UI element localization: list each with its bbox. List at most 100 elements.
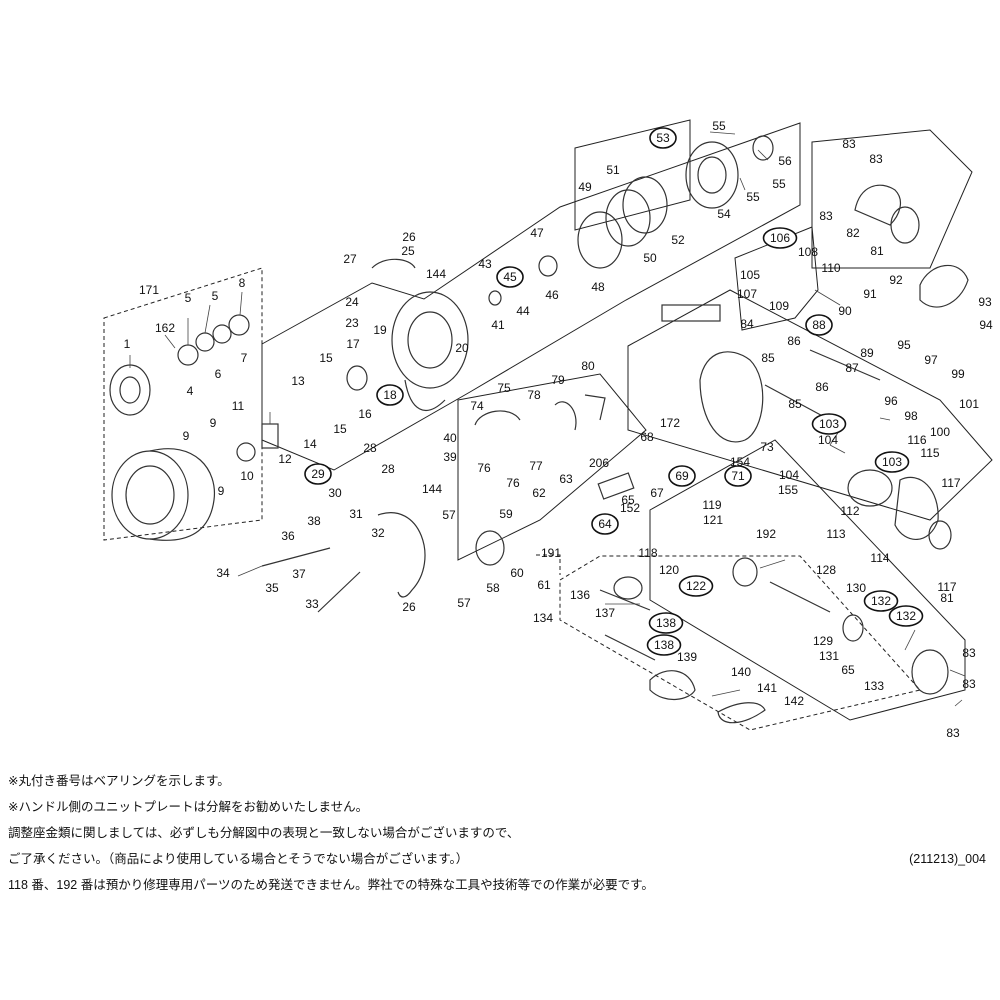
part-label: 19 [373, 323, 387, 337]
part-label: 28 [363, 441, 377, 455]
spool-inner [125, 465, 175, 525]
washer-4 [177, 344, 199, 366]
handle-group-outline [559, 555, 921, 731]
part-label: 83 [946, 726, 960, 740]
part-label: 85 [788, 397, 802, 411]
part-label: 85 [761, 351, 775, 365]
part-label: 1 [124, 337, 131, 351]
part-label: 10 [240, 469, 254, 483]
spool-rim [111, 450, 189, 540]
part-label: 52 [671, 233, 685, 247]
part-label-bearing: 138 [656, 616, 676, 630]
part-label: 120 [659, 563, 679, 577]
part-label: 115 [920, 446, 939, 460]
part-label: 33 [305, 597, 319, 611]
part-label-bearing: 122 [686, 579, 706, 593]
part-label-bearing: 103 [819, 417, 839, 431]
part-label-bearing: 132 [896, 609, 916, 623]
part-label: 104 [779, 468, 799, 482]
spring-51 [605, 189, 651, 247]
part-label: 55 [772, 177, 786, 191]
bearing-circle [805, 314, 833, 336]
handle-knob-139 [649, 670, 696, 700]
part-label: 140 [731, 665, 751, 679]
part-label: 9 [218, 484, 225, 498]
part-label: 80 [581, 359, 595, 373]
o-ring-81b [928, 520, 952, 550]
note-bearing: ※丸付き番号はベアリングを示します。 [8, 774, 230, 788]
washer-41 [488, 290, 502, 306]
bearing-circle [874, 451, 910, 473]
part-label: 109 [769, 299, 789, 313]
notes-block: ※丸付き番号はベアリングを示します。 ※ハンドル側のユニットプレートは分解をお勧… [8, 768, 992, 898]
part-label: 142 [784, 694, 804, 708]
part-label: 119 [702, 498, 721, 512]
clip-80 [584, 394, 606, 421]
part-label: 121 [703, 513, 723, 527]
part-label: 55 [712, 119, 726, 133]
part-label: 112 [840, 504, 859, 518]
part-label: 95 [897, 338, 911, 352]
part-label: 12 [278, 452, 292, 466]
part-label: 34 [216, 566, 230, 580]
part-label: 81 [870, 244, 884, 258]
part-label: 77 [529, 459, 543, 473]
part-label: 27 [343, 252, 357, 266]
part-label: 97 [924, 353, 938, 367]
part-label: 8 [239, 276, 246, 290]
part-label: 192 [756, 527, 776, 541]
part-label: 130 [846, 581, 866, 595]
part-label: 62 [532, 486, 546, 500]
part-label: 9 [210, 416, 217, 430]
part-label: 162 [155, 321, 175, 335]
part-label: 56 [778, 154, 792, 168]
part-label-bearing: 18 [383, 388, 397, 402]
part-label: 171 [139, 283, 159, 297]
part-label: 57 [457, 596, 471, 610]
gear-10 [236, 442, 256, 462]
rotor-assembly-outline [261, 122, 801, 471]
part-label: 83 [962, 677, 976, 691]
part-label: 65 [621, 493, 635, 507]
part-label: 104 [818, 433, 838, 447]
rotor-arm [404, 379, 446, 411]
bearing-circle [724, 465, 752, 487]
part-label: 90 [838, 304, 852, 318]
part-label: 110 [821, 261, 840, 275]
spring-52 [622, 176, 668, 234]
part-label-bearing: 103 [882, 455, 902, 469]
bearing-group-106-outline [734, 226, 819, 331]
part-label: 68 [640, 430, 654, 444]
part-label: 91 [863, 287, 877, 301]
part-label-bearing: 88 [812, 318, 826, 332]
part-label: 107 [737, 287, 757, 301]
part-label: 144 [426, 267, 446, 281]
part-label: 79 [551, 373, 565, 387]
part-label: 57 [442, 508, 456, 522]
part-label: 98 [904, 409, 918, 423]
part-label: 26 [402, 230, 416, 244]
part-label: 26 [402, 600, 416, 614]
part-label: 41 [491, 318, 505, 332]
part-label: 136 [570, 588, 590, 602]
side-cover-outline [811, 129, 973, 269]
group-outlines [261, 119, 993, 721]
bearing-circle [376, 384, 404, 406]
part-label: 154 [730, 455, 750, 469]
part-label-bearing: 64 [598, 517, 612, 531]
handle-arm-137 [599, 589, 651, 611]
body-group-outline [627, 289, 993, 521]
part-label: 65 [841, 663, 855, 677]
housing-54 [685, 141, 739, 209]
part-label: 24 [345, 295, 359, 309]
note-unit-plate: ※ハンドル側のユニットプレートは分解をお勧めいたしません。 [8, 800, 369, 814]
part-label: 117 [937, 580, 956, 594]
bearing-circle [863, 590, 899, 612]
bearing-circle [678, 575, 714, 597]
document-code: (211213)_004 [909, 852, 986, 866]
part-label: 134 [533, 611, 553, 625]
disc-49 [577, 211, 623, 269]
part-label: 60 [510, 566, 524, 580]
part-label: 133 [864, 679, 884, 693]
